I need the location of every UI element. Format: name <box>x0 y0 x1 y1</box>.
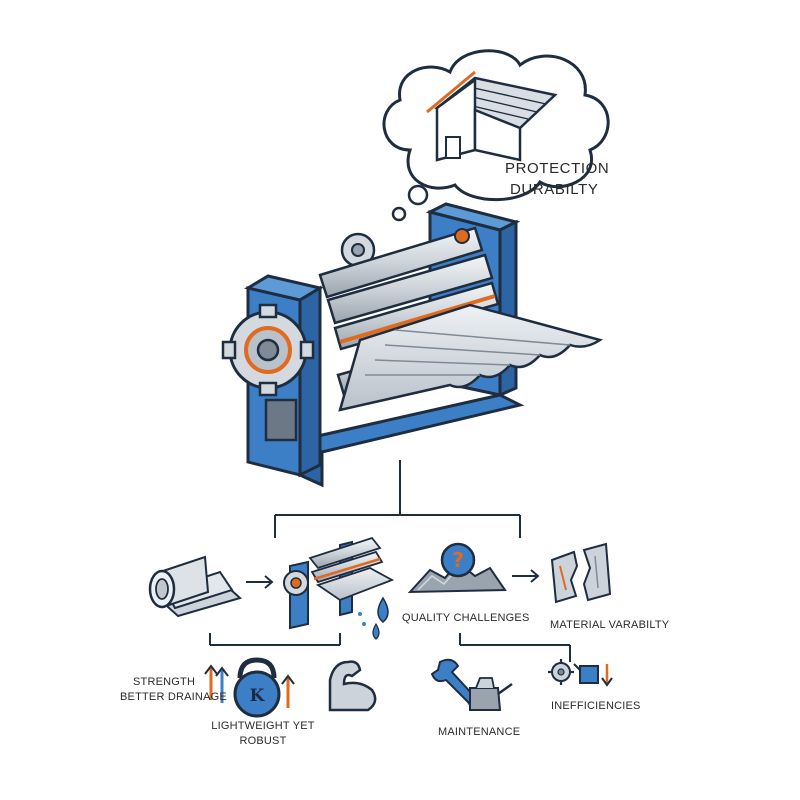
question-mark: ? <box>452 548 464 572</box>
maintenance-label: MAINTENANCE <box>438 726 521 738</box>
arrow-right-icon <box>246 575 274 589</box>
arrow-right-icon <box>512 569 540 583</box>
material-variability-label: MATERIAL VARABILTY <box>550 619 670 631</box>
corrugated-sheet <box>338 303 603 412</box>
inefficiencies-label: INEFFICIENCIES <box>551 700 641 712</box>
question-rocks-icon: ? <box>407 542 507 594</box>
steel-coil-icon <box>148 555 243 618</box>
oil-tank-icon <box>573 663 599 684</box>
house-icon <box>426 70 558 162</box>
durability-label: DURABILTY <box>510 181 599 198</box>
strength-label: STRENGTH <box>133 676 196 688</box>
small-machine-icon <box>283 536 395 630</box>
better-drainage-label: BETTER DRAINAGE <box>120 691 227 703</box>
arrow-down-icon <box>601 664 613 687</box>
arrow-up-icon <box>215 666 229 703</box>
kettlebell-letter: K <box>250 686 266 706</box>
roll-forming-machine <box>221 202 603 488</box>
protection-label: PROTECTION <box>505 160 610 177</box>
tree-connectors <box>209 460 571 662</box>
flexed-arm-icon <box>328 660 377 712</box>
cracked-metal-icon <box>550 542 612 604</box>
water-drop-icon <box>358 596 389 640</box>
kettlebell-icon: K <box>233 657 281 718</box>
robust-label: ROBUST <box>239 735 287 747</box>
quality-challenges-label: QUALITY CHALLENGES <box>402 612 530 624</box>
lightweight-label: LIGHTWEIGHT YET <box>211 720 315 732</box>
arrow-up-icon <box>204 664 218 700</box>
arrow-up-icon <box>281 674 295 708</box>
front-gear-icon <box>221 303 315 397</box>
gear-icon <box>548 659 574 685</box>
oil-can-icon <box>469 677 513 711</box>
